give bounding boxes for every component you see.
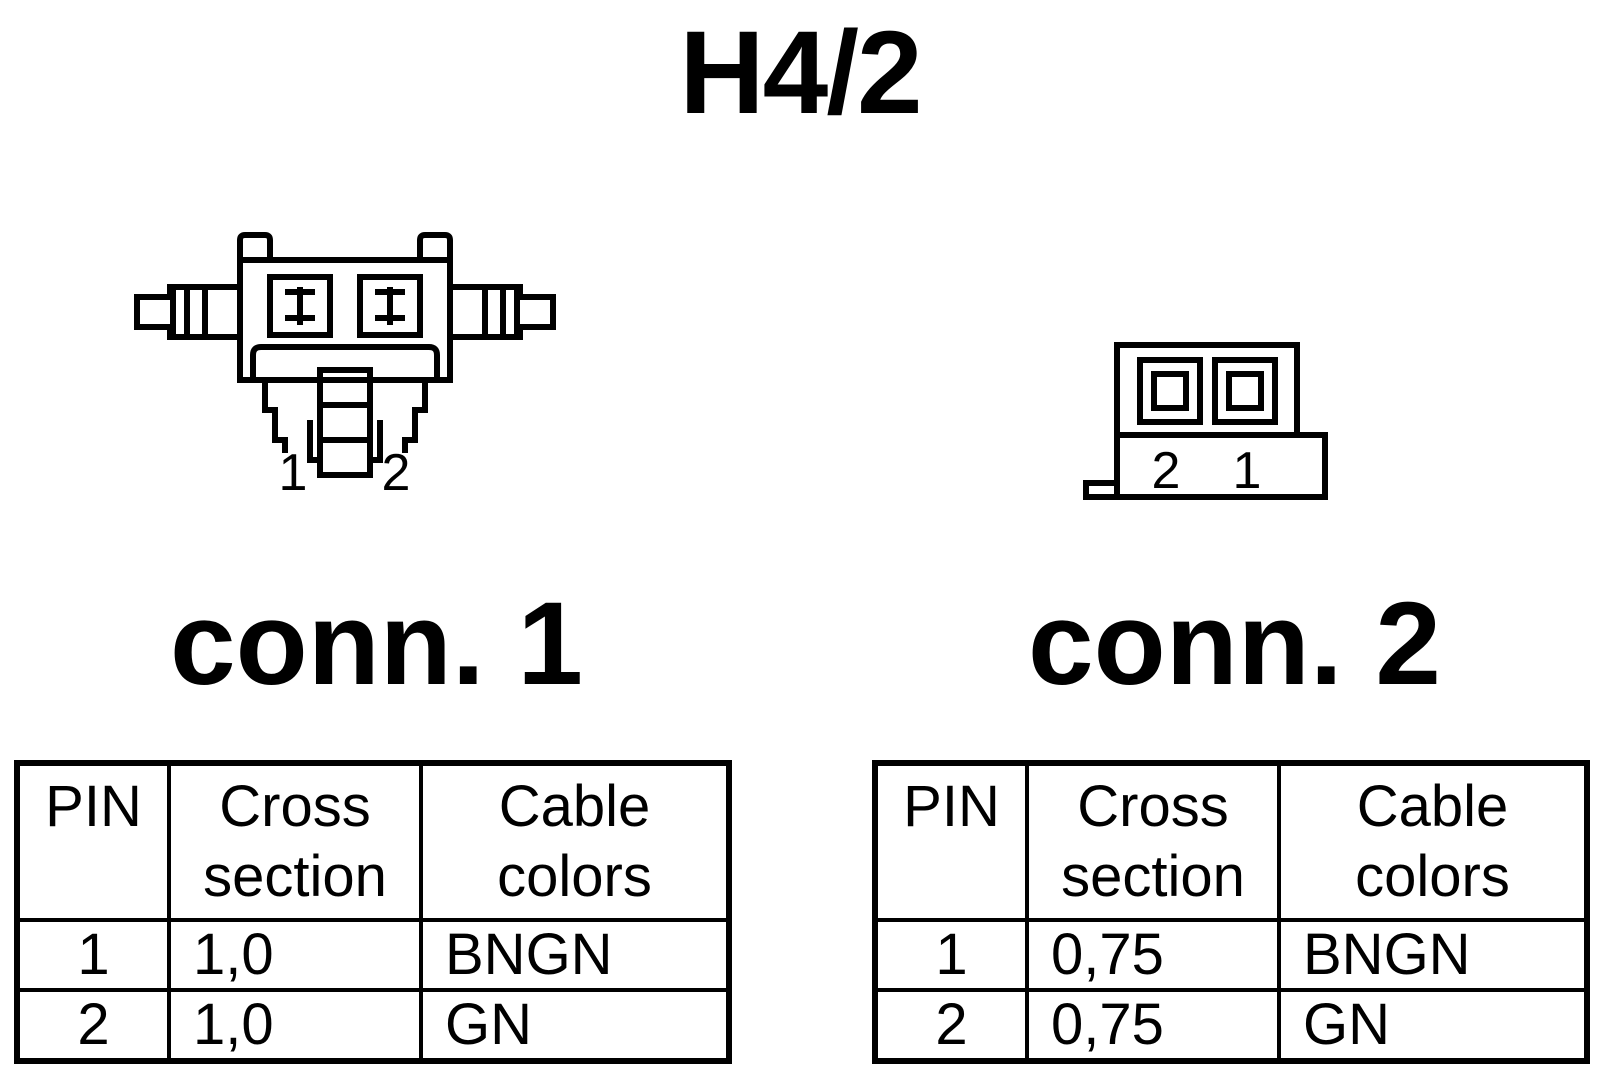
- connector-1-housing: [237, 257, 453, 383]
- connector-2-pin-label-1: 1: [1233, 442, 1262, 500]
- cell-cross-section: 0,75: [1025, 918, 1281, 992]
- header-cable-colors: Cable colors: [1277, 761, 1589, 922]
- connector-1-pin-label-2: 2: [382, 444, 411, 502]
- cell-cable-color: GN: [1277, 988, 1589, 1063]
- cell-cable-color: BNGN: [419, 918, 731, 992]
- connector-2-pin-table: PIN Cross section Cable colors 1 0,75 BN…: [872, 760, 1590, 1064]
- table-row: 1 1,0 BNGN: [15, 918, 731, 992]
- cell-pin: 1: [15, 918, 171, 992]
- cell-cable-color: GN: [419, 988, 731, 1063]
- cell-pin: 2: [15, 988, 171, 1063]
- cell-cross-section: 1,0: [167, 988, 423, 1063]
- header-pin: PIN: [15, 761, 171, 922]
- connector-2-lower-body: [1114, 432, 1328, 500]
- cell-pin: 1: [873, 918, 1029, 992]
- table-row: 2 0,75 GN: [873, 988, 1589, 1063]
- header-cross-section-text: Cross section: [1061, 774, 1245, 909]
- header-cross-section: Cross section: [1025, 761, 1281, 922]
- header-cable-colors: Cable colors: [419, 761, 731, 922]
- connector-2-label: conn. 2: [1028, 578, 1442, 710]
- connector-2-drawing: 2 1: [1083, 342, 1328, 500]
- table-header-row: PIN Cross section Cable colors: [15, 761, 731, 922]
- connector-1-cavity-1: [267, 274, 333, 338]
- connector-1-cavity-2: [357, 274, 423, 338]
- header-cross-section-text: Cross section: [203, 774, 387, 909]
- cell-cross-section: 0,75: [1025, 988, 1281, 1063]
- table-row: 2 1,0 GN: [15, 988, 731, 1063]
- header-cable-colors-text: Cable colors: [1355, 774, 1510, 909]
- cell-cross-section: 1,0: [167, 918, 423, 992]
- connector-2-cavity-1: [1137, 357, 1203, 425]
- connector-1-pin-table: PIN Cross section Cable colors 1 1,0 BNG…: [14, 760, 732, 1064]
- connector-2-pin-label-2: 2: [1152, 442, 1181, 500]
- connector-1-drawing: 1 2: [134, 232, 556, 502]
- header-cross-section: Cross section: [167, 761, 423, 922]
- table-header-row: PIN Cross section Cable colors: [873, 761, 1589, 922]
- cell-cable-color: BNGN: [1277, 918, 1589, 992]
- connector-1-pin-label-1: 1: [279, 444, 308, 502]
- header-pin: PIN: [873, 761, 1029, 922]
- connector-2-cavity-2: [1212, 357, 1278, 425]
- diagram-title: H4/2: [679, 7, 922, 139]
- connector-1-lock-tab: [317, 367, 373, 478]
- connector-1-label: conn. 1: [170, 578, 584, 710]
- header-cable-colors-text: Cable colors: [497, 774, 652, 909]
- cell-pin: 2: [873, 988, 1029, 1063]
- table-row: 1 0,75 BNGN: [873, 918, 1589, 992]
